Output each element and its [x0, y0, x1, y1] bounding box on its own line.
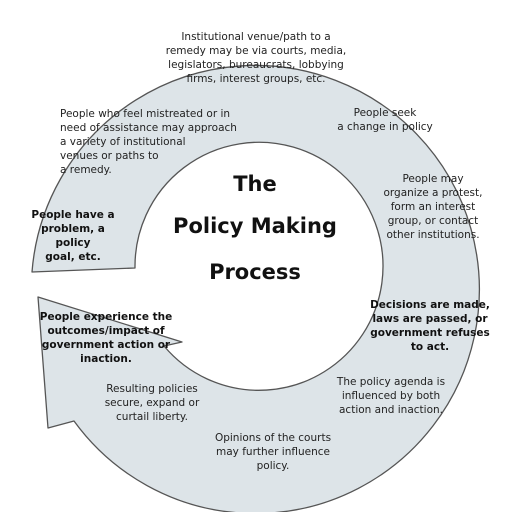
step-outcomes: People experience the outcomes/impact of… — [39, 311, 173, 365]
step-venue: Institutional venue/path to a remedy may… — [165, 31, 347, 85]
step-seek-change: People seek a change in policy — [337, 107, 433, 133]
title-line-3: Process — [209, 260, 301, 284]
step-courts: Opinions of the courts may further influ… — [214, 432, 332, 472]
step-mistreated: People who feel mistreated or in need of… — [60, 108, 237, 176]
step-protest: People may organize a protest, form an i… — [383, 173, 483, 241]
cycle-arrow-ring — [31, 64, 480, 512]
step-agenda: The policy agenda is influenced by both … — [336, 376, 446, 416]
step-problem: People have a problem, a policy goal, et… — [31, 209, 115, 263]
step-decisions: Decisions are made, laws are passed, or … — [370, 299, 490, 353]
step-policies: Resulting policies secure, expand or cur… — [104, 383, 200, 423]
title-line-2: Policy Making — [173, 214, 337, 238]
title-line-1: The — [233, 172, 277, 196]
